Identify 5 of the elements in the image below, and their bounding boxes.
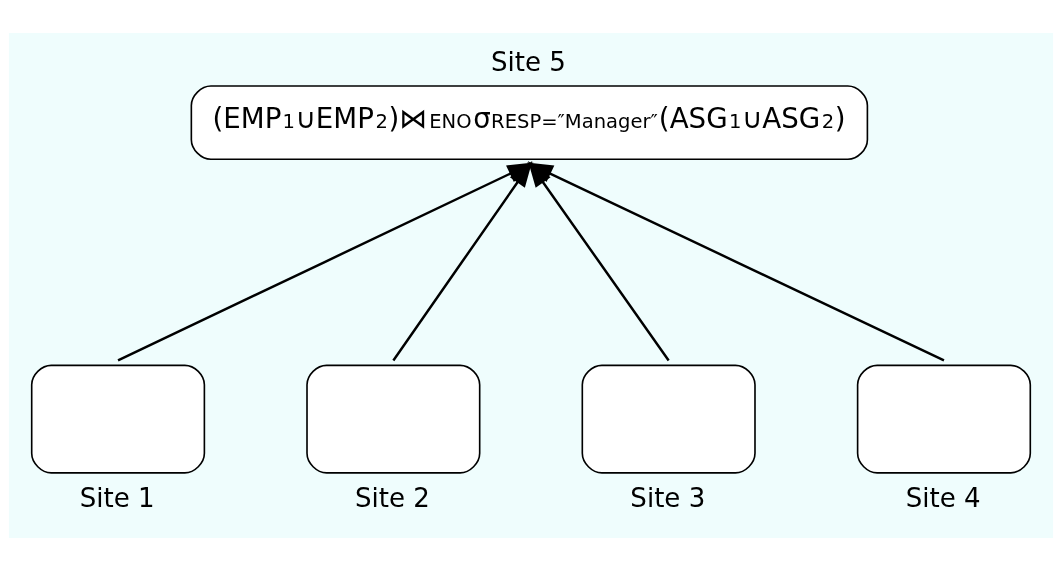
node-label: Site 2: [355, 482, 430, 513]
node-label: Site 5: [491, 46, 566, 77]
node-label: Site 3: [630, 482, 706, 513]
node-label: Site 4: [905, 482, 981, 513]
node-label: Site 1: [79, 482, 155, 513]
